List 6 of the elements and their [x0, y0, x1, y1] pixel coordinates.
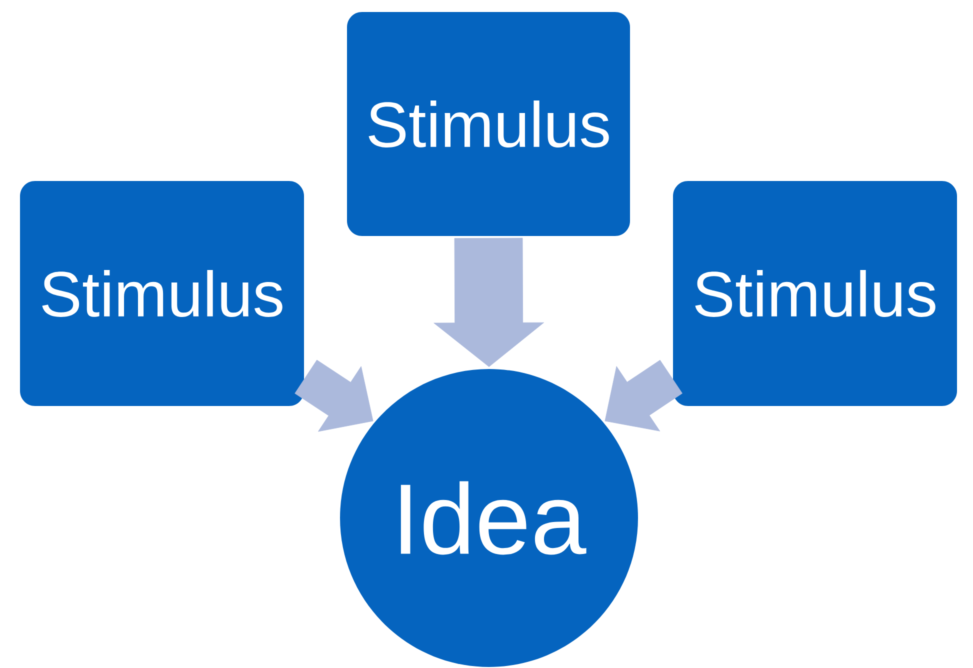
stimulus-box: Stimulus — [347, 12, 630, 236]
arrow — [604, 360, 682, 432]
stimulus-box: Stimulus — [20, 180, 304, 406]
stimulus-box: Stimulus — [673, 180, 957, 406]
arrow — [434, 238, 544, 367]
arrow — [294, 360, 374, 432]
